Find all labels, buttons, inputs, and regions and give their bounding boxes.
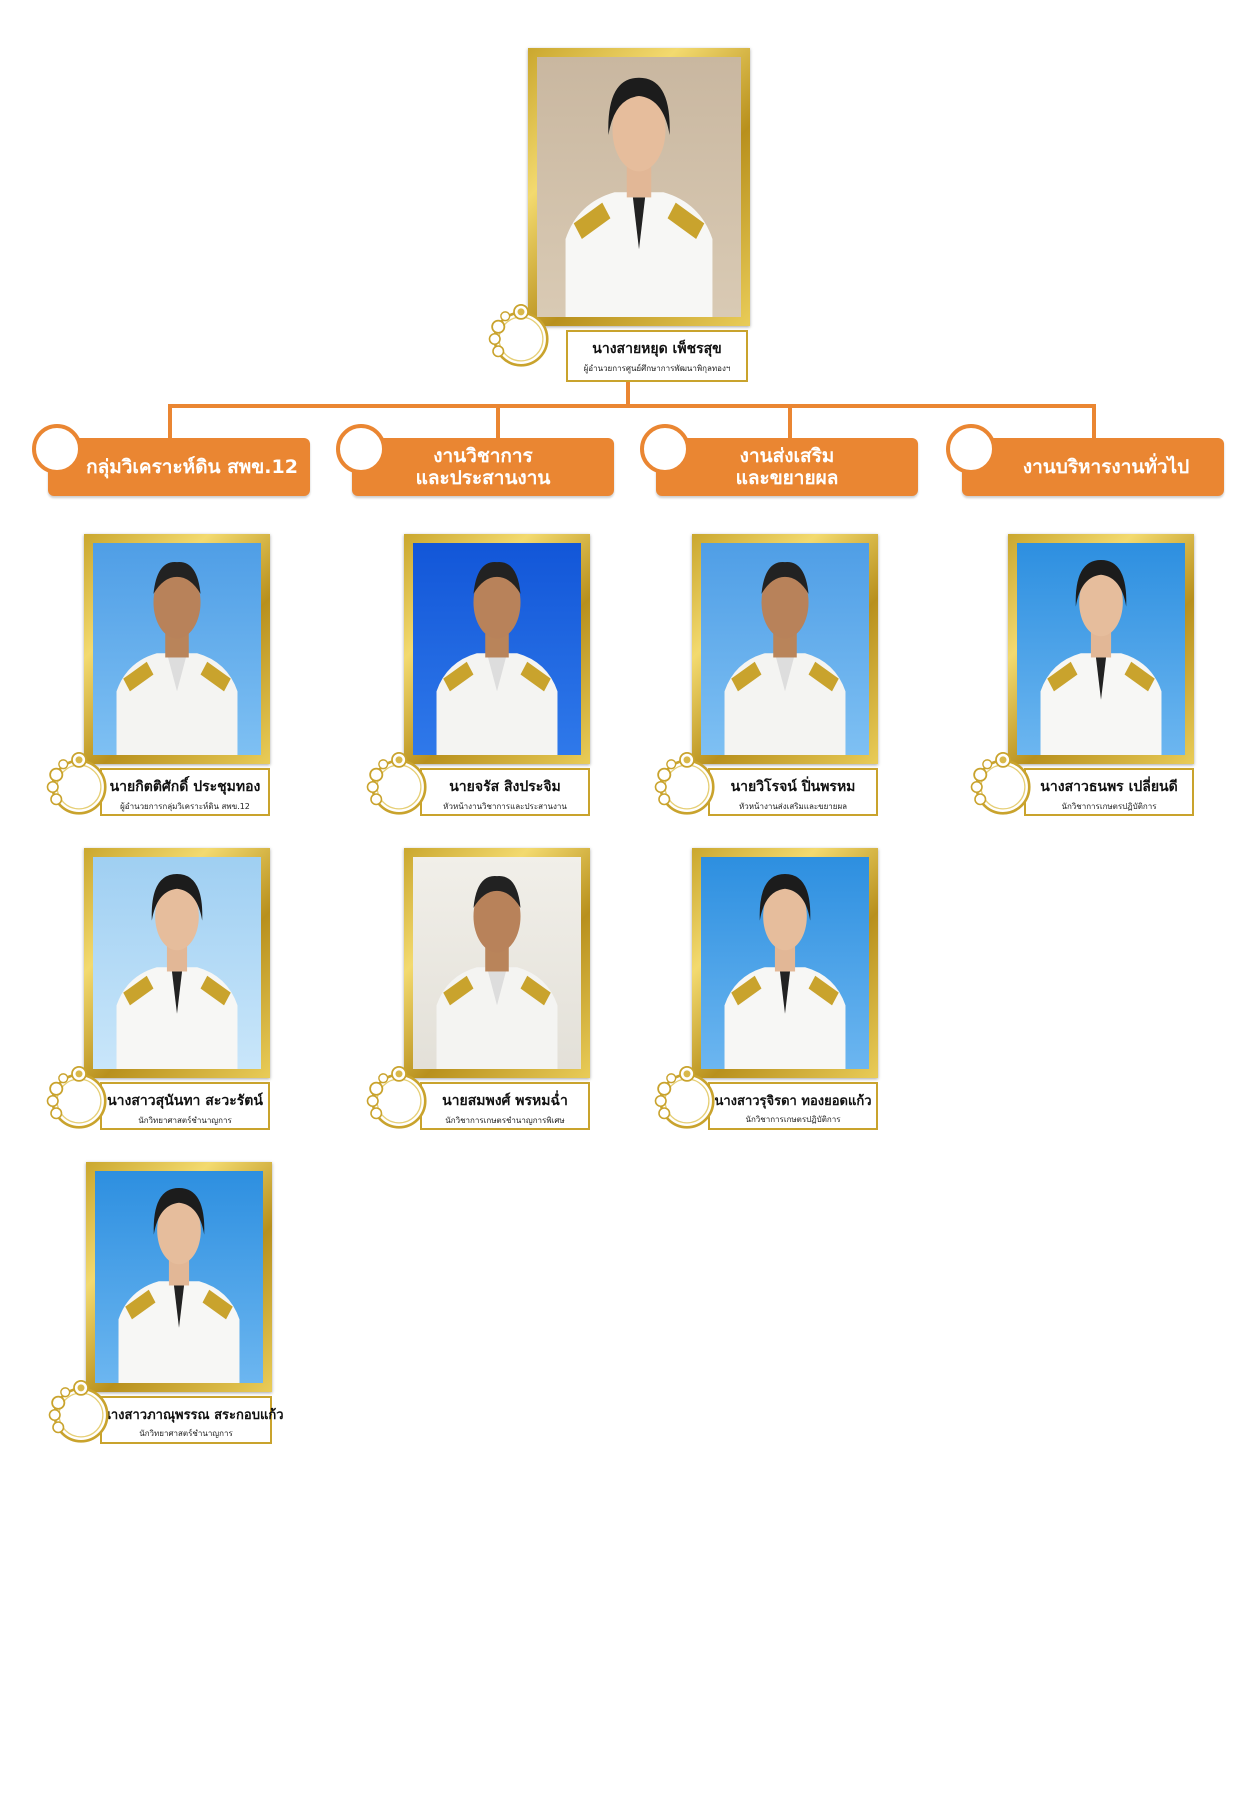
group-header-circle — [640, 424, 690, 474]
medallion-icon — [488, 304, 549, 367]
group-header-circle — [336, 424, 386, 474]
group-header-academic: งานวิชาการ และประสานงาน — [352, 438, 614, 496]
person-silhouette-icon — [1040, 559, 1162, 755]
group-header-extension: งานส่งเสริม และขยายผล — [656, 438, 918, 496]
medallion-icon — [46, 752, 107, 815]
person-silhouette-icon — [93, 543, 261, 755]
staff-photo — [404, 534, 590, 764]
person-silhouette-icon — [118, 1187, 240, 1383]
group-header-general-admin: งานบริหารงานทั่วไป — [962, 438, 1224, 496]
staff-namebox: นางสาวภาณุพรรณ สระกอบแก้ว นักวิทยาศาสตร์… — [100, 1396, 284, 1444]
staff-photo — [692, 848, 878, 1078]
medallion-icon — [654, 752, 715, 815]
medallion-icon — [654, 1066, 715, 1129]
medallion-icon — [46, 1066, 107, 1129]
group-header-circle — [946, 424, 996, 474]
person-silhouette-icon — [724, 873, 846, 1069]
staff-photo — [1008, 534, 1194, 764]
staff-photo — [692, 534, 878, 764]
director-position: ผู้อำนวยการศูนย์ศึกษาการพัฒนาพิกุลทองฯ — [583, 364, 731, 373]
person-silhouette-icon — [701, 543, 869, 755]
staff-namebox: นายกิตติศักดิ์ ประชุมทอง ผู้อำนวยการกลุ่… — [100, 768, 270, 816]
connector-g3 — [788, 404, 792, 438]
connector-g2 — [496, 404, 500, 438]
staff-namebox: นางสาวธนพร เปลี่ยนดี นักวิชาการเกษตรปฏิบ… — [1024, 768, 1194, 816]
person-silhouette-icon — [116, 873, 238, 1069]
medallion-icon — [366, 752, 427, 815]
director-name: นางสายหยุด เพ็ชรสุข — [592, 341, 722, 357]
group-header-soil-analysis: กลุ่มวิเคราะห์ดิน สพข.12 — [48, 438, 310, 496]
staff-photo — [404, 848, 590, 1078]
director-namebox: นางสายหยุด เพ็ชรสุข ผู้อำนวยการศูนย์ศึกษ… — [566, 330, 748, 382]
connector-director-vertical — [626, 378, 630, 406]
medallion-icon — [366, 1066, 427, 1129]
medallion-icon — [970, 752, 1031, 815]
staff-photo — [86, 1162, 272, 1392]
connector-g1 — [168, 404, 172, 438]
director-photo — [528, 48, 750, 326]
person-silhouette-icon — [565, 77, 713, 317]
medallion-icon — [48, 1380, 109, 1443]
staff-namebox: นายจรัส สิงประจิม หัวหน้างานวิชาการและปร… — [420, 768, 590, 816]
staff-photo — [84, 848, 270, 1078]
group-header-circle — [32, 424, 82, 474]
staff-photo — [84, 534, 270, 764]
connector-horizontal — [168, 404, 1096, 408]
connector-g4 — [1092, 404, 1096, 438]
person-silhouette-icon — [413, 857, 581, 1069]
staff-namebox: นางสาวสุนันทา สะวะรัตน์ นักวิทยาศาสตร์ชำ… — [100, 1082, 270, 1130]
staff-namebox: นางสาวรุจิรดา ทองยอดแก้ว นักวิชาการเกษตร… — [708, 1082, 878, 1130]
staff-namebox: นายสมพงศ์ พรหมฉ่ำ นักวิชาการเกษตรชำนาญกา… — [420, 1082, 590, 1130]
staff-namebox: นายวิโรจน์ ปิ่นพรหม หัวหน้างานส่งเสริมแล… — [708, 768, 878, 816]
person-silhouette-icon — [413, 543, 581, 755]
